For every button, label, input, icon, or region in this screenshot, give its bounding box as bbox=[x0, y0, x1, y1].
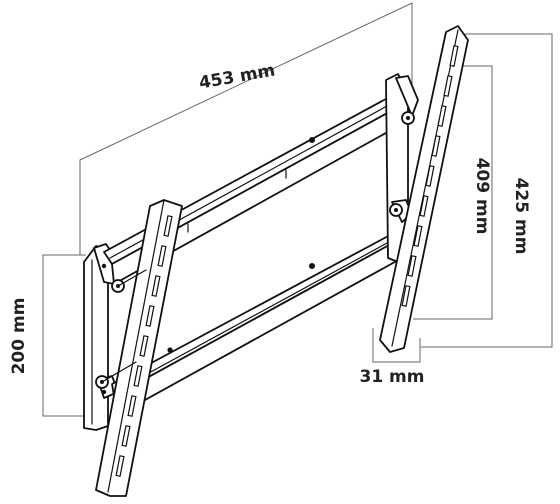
upper-rail-marks bbox=[187, 169, 287, 233]
left-arm-slot bbox=[133, 365, 143, 387]
left-arm-linkage bbox=[101, 269, 147, 383]
upper-rail-hole bbox=[309, 137, 315, 143]
right-upper-knob-center bbox=[406, 116, 410, 120]
dimension-lines bbox=[42, 2, 553, 417]
right-arm bbox=[379, 25, 469, 353]
left-plate-hole-bottom bbox=[101, 389, 107, 395]
wall-plate-right bbox=[385, 73, 419, 263]
left-arm-slot bbox=[121, 425, 131, 447]
right-arm-slot bbox=[425, 165, 435, 187]
left-arm bbox=[95, 199, 183, 497]
depth-dimension-line bbox=[372, 328, 421, 363]
right-arm-slot bbox=[419, 195, 429, 217]
lower-rail-hole bbox=[309, 263, 315, 269]
left-arm-slot bbox=[163, 215, 173, 237]
slot-length-label: 409 mm bbox=[472, 158, 492, 235]
left-arm-slot bbox=[145, 305, 155, 327]
left-arm-slot bbox=[139, 335, 149, 357]
left-arm-fold bbox=[107, 199, 165, 493]
height-label: 200 mm bbox=[9, 298, 29, 375]
left-arm-slot bbox=[115, 455, 125, 477]
slot-length-dimension-line bbox=[413, 65, 493, 320]
right-arm-slot bbox=[437, 105, 447, 127]
left-arm-slots bbox=[115, 215, 173, 477]
arm-length-dimension-line bbox=[421, 33, 553, 348]
lower-rail-hole-left bbox=[167, 347, 173, 353]
right-arm-slot bbox=[401, 285, 411, 307]
right-arm-slot bbox=[449, 45, 459, 67]
right-arm-slot bbox=[443, 75, 453, 97]
right-arm-slot bbox=[407, 255, 417, 277]
left-arm-slot bbox=[127, 395, 137, 417]
left-plate-hole-top bbox=[101, 263, 107, 269]
lower-rail-fold bbox=[113, 235, 401, 393]
right-arm-slot bbox=[431, 135, 441, 157]
depth-label: 31 mm bbox=[359, 367, 424, 387]
left-arm-slot bbox=[151, 275, 161, 297]
width-label: 453 mm bbox=[198, 61, 277, 94]
height-dimension-line bbox=[42, 254, 96, 417]
arm-length-label: 425 mm bbox=[511, 178, 531, 255]
right-arm-slot bbox=[413, 225, 423, 247]
rails bbox=[103, 93, 403, 417]
right-arm-slots bbox=[401, 45, 459, 307]
left-arm-slot bbox=[157, 245, 167, 267]
right-lower-knob-center bbox=[394, 208, 398, 212]
right-upper-hook bbox=[395, 75, 419, 117]
width-dimension-line bbox=[79, 2, 413, 255]
